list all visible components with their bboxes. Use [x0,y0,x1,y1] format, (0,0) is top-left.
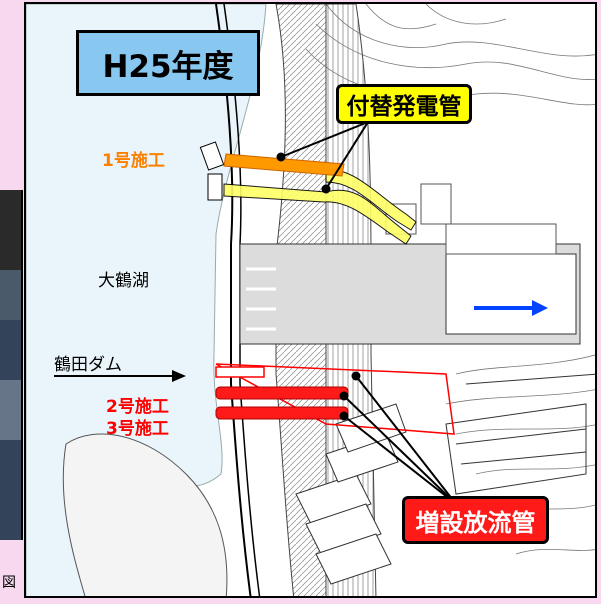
spillway-outlet [445,253,577,335]
figure-label: 図 [2,575,16,591]
intake-structure-2 [207,173,223,201]
dam-label: 鶴田ダム [54,355,122,375]
replacement-penstock-callout: 付替発電管 [336,84,472,124]
penstock-bend [325,168,417,231]
lake-label: 大鶴湖 [98,271,149,291]
replacement-penstock-route [223,183,412,245]
dam-map-frame: H25年度 付替発電管 増設放流管 1号施工 2号施工 3号施工 大鶴湖 鶴田ダ… [24,2,597,598]
neighbor-panel-edge: 図 [0,0,24,600]
lower-structures [445,373,595,495]
work3-label: 3号施工 [106,419,169,439]
intake-structure [199,141,225,171]
work2-pipe [215,386,349,400]
work3-pipe [215,406,349,420]
penstock-leaders [276,121,369,194]
discharge-pipe-outline [215,363,455,435]
dam-arrow-icon [54,370,186,382]
lower-bank [62,433,228,596]
work2-label: 2号施工 [106,397,169,417]
spillway-gates [246,267,276,331]
dam-map-drawing [26,4,595,596]
discharge-intake [215,366,265,378]
added-discharge-pipe-callout: 増設放流管 [402,496,549,544]
work1-label: 1号施工 [102,151,165,171]
fiscal-year-title: H25年度 [76,30,260,96]
neighbor-panel-graphic [0,190,23,540]
discharge-leaders [339,371,457,505]
work1-pipe [223,153,345,177]
flow-arrow-icon [474,300,548,316]
